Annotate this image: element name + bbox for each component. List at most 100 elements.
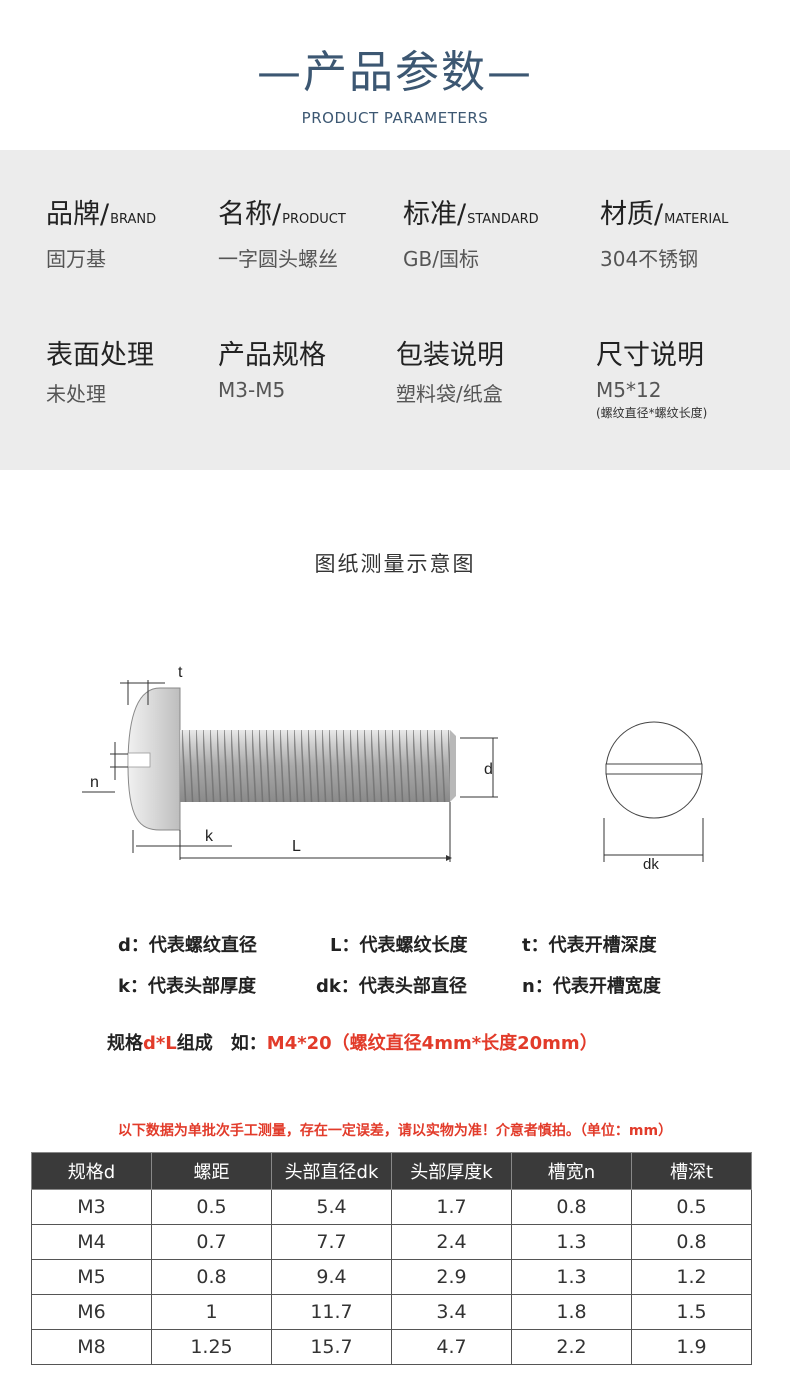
col-header: 螺距 (151, 1152, 272, 1190)
table-cell: 1.8 (511, 1294, 632, 1330)
legend-dk: dk：代表头部直径 (316, 976, 467, 997)
param-brand: 品牌/BRAND 固万基 (46, 192, 156, 272)
param-packaging: 包装说明 塑料袋/纸盒 (396, 333, 504, 407)
table-cell: 7.7 (271, 1224, 392, 1260)
params-panel: 品牌/BRAND 固万基 名称/PRODUCT 一字圆头螺丝 标准/STANDA… (0, 150, 790, 470)
param-value: GB/国标 (403, 247, 479, 271)
thread-lines (180, 730, 450, 802)
param-label: 包装说明 (396, 340, 504, 371)
param-standard: 标准/STANDARD GB/国标 (403, 192, 539, 272)
param-label: 品牌/ (46, 199, 110, 230)
table-cell: M4 (31, 1224, 152, 1260)
page-title: —产品参数— (257, 47, 533, 98)
param-label-en: MATERIAL (664, 212, 729, 227)
param-label: 表面处理 (46, 340, 154, 371)
col-header: 头部直径dk (271, 1152, 392, 1190)
param-note: (螺纹直径*螺纹长度) (596, 406, 708, 420)
table-cell: 5.4 (271, 1189, 392, 1225)
example-dl: d*L (143, 1033, 177, 1054)
table-cell: M5 (31, 1259, 152, 1295)
table-row: M6 1 11.7 3.4 1.8 1.5 (31, 1294, 752, 1330)
table-cell: 1 (151, 1294, 272, 1330)
legend-d: d：代表螺纹直径 (118, 935, 257, 956)
param-label: 尺寸说明 (596, 340, 704, 371)
param-value: M3-M5 (218, 378, 286, 402)
table-cell: 1.7 (391, 1189, 512, 1225)
table-cell: 1.3 (511, 1259, 632, 1295)
table-cell: 1.25 (151, 1329, 272, 1365)
arrow-head (446, 855, 452, 861)
label-d: d (484, 761, 493, 778)
slot (127, 752, 151, 768)
label-n: n (90, 774, 99, 791)
table-row: M3 0.5 5.4 1.7 0.8 0.5 (31, 1189, 752, 1225)
example-value: M4*20（螺纹直径4mm*长度20mm） (266, 1033, 598, 1054)
col-header: 规格d (31, 1152, 152, 1190)
param-value: 固万基 (46, 247, 106, 271)
table-cell: 0.8 (511, 1189, 632, 1225)
page-subtitle: PRODUCT PARAMETERS (301, 109, 489, 127)
col-header: 槽宽n (511, 1152, 632, 1190)
param-label: 名称/ (218, 199, 282, 230)
table-row: M4 0.7 7.7 2.4 1.3 0.8 (31, 1224, 752, 1260)
table-cell: 1.3 (511, 1224, 632, 1260)
param-label: 产品规格 (218, 340, 326, 371)
table-cell: 1.5 (631, 1294, 752, 1330)
spec-table: 规格d 螺距 头部直径dk 头部厚度k 槽宽n 槽深t M3 0.5 5.4 1… (31, 1152, 752, 1365)
table-cell: 2.4 (391, 1224, 512, 1260)
table-cell: 1.9 (631, 1329, 752, 1365)
label-t: t (178, 664, 183, 681)
measurement-warning: 以下数据为单批次手工测量，存在一定误差，请以实物为准！介意者慎拍。（单位：mm） (117, 1123, 673, 1139)
col-header: 槽深t (631, 1152, 752, 1190)
param-surface: 表面处理 未处理 (46, 333, 154, 407)
param-label-en: PRODUCT (282, 212, 346, 227)
screw-tip (450, 730, 456, 802)
param-size: 尺寸说明 M5*12 (螺纹直径*螺纹长度) (596, 333, 707, 421)
label-k: k (205, 828, 214, 845)
table-cell: 4.7 (391, 1329, 512, 1365)
param-spec: 产品规格 M3-M5 (218, 333, 326, 402)
table-row: M8 1.25 15.7 4.7 2.2 1.9 (31, 1329, 752, 1365)
diagram-title: 图纸测量示意图 (314, 552, 476, 576)
table-cell: 2.9 (391, 1259, 512, 1295)
legend-L: L：代表螺纹长度 (330, 935, 468, 956)
param-product: 名称/PRODUCT 一字圆头螺丝 (218, 192, 346, 272)
table-header-row: 规格d 螺距 头部直径dk 头部厚度k 槽宽n 槽深t (31, 1152, 752, 1190)
table-cell: M6 (31, 1294, 152, 1330)
legend-n: n：代表开槽宽度 (522, 976, 661, 997)
slot-top (605, 763, 703, 775)
table-cell: 11.7 (271, 1294, 392, 1330)
param-value: 未处理 (46, 382, 106, 406)
table-cell: 1.2 (631, 1259, 752, 1295)
param-label-en: STANDARD (467, 212, 539, 227)
label-L: L (292, 838, 301, 855)
param-value: 304不锈钢 (600, 247, 699, 271)
param-value: 塑料袋/纸盒 (396, 382, 503, 406)
table-cell: 9.4 (271, 1259, 392, 1295)
table-cell: 2.2 (511, 1329, 632, 1365)
example-prefix: 规格 (107, 1033, 143, 1054)
param-value: M5*12 (596, 378, 662, 402)
table-cell: 0.8 (631, 1224, 752, 1260)
table-cell: 3.4 (391, 1294, 512, 1330)
param-material: 材质/MATERIAL 304不锈钢 (600, 192, 728, 272)
table-cell: 0.8 (151, 1259, 272, 1295)
table-row: M5 0.8 9.4 2.9 1.3 1.2 (31, 1259, 752, 1295)
example-mid: 组成 如： (176, 1033, 267, 1054)
table-cell: M8 (31, 1329, 152, 1365)
param-label: 标准/ (403, 199, 467, 230)
table-cell: 0.5 (151, 1189, 272, 1225)
param-label: 材质/ (600, 199, 664, 230)
table-cell: 0.5 (631, 1189, 752, 1225)
spec-example: 规格d*L组成 如：M4*20（螺纹直径4mm*长度20mm） (107, 1029, 598, 1055)
label-dk: dk (643, 856, 659, 873)
table-cell: 15.7 (271, 1329, 392, 1365)
screw-diagram: t n d k L dk (82, 664, 704, 873)
col-header: 头部厚度k (391, 1152, 512, 1190)
param-value: 一字圆头螺丝 (218, 247, 338, 271)
table-cell: M3 (31, 1189, 152, 1225)
page-header: —产品参数— PRODUCT PARAMETERS (0, 0, 790, 150)
legend-k: k：代表头部厚度 (118, 976, 256, 997)
table-cell: 0.7 (151, 1224, 272, 1260)
legend-t: t：代表开槽深度 (522, 935, 657, 956)
